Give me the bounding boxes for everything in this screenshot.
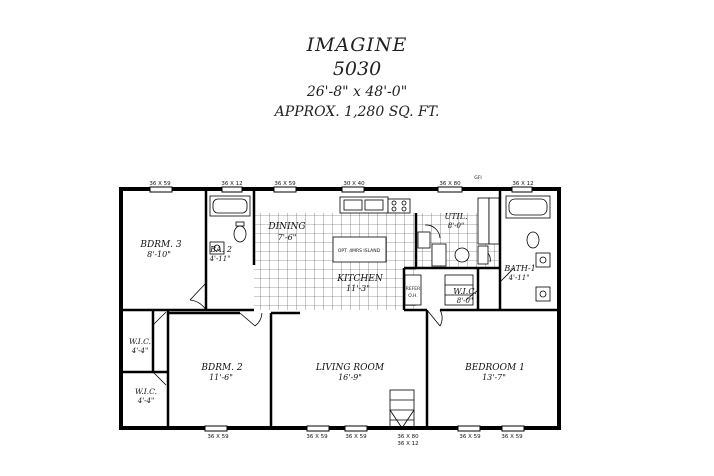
window-label-top1: 36 X 59: [149, 181, 171, 187]
refer-label: REFER: [406, 286, 421, 292]
bedroom3-size: 8'-10": [147, 250, 171, 259]
bath2-label: BA. 2: [209, 245, 232, 254]
island-label: OPT. 4MRS ISLAND: [338, 248, 381, 254]
window-label-top6: 36 X 12: [512, 181, 533, 187]
bath2-size: 4'-11": [209, 255, 231, 263]
dining-size: 7'-6": [278, 233, 297, 242]
bedroom3-label: BDRM. 3: [139, 240, 182, 250]
window-label-bot4: 36 X 80: [397, 434, 419, 440]
kitchen-label: KITCHEN: [336, 274, 384, 284]
oh-label: O.H.: [408, 293, 418, 299]
window-label-top5: 36 X 80: [439, 181, 461, 187]
window-label-top2: 36 X 12: [221, 181, 242, 187]
wic-a-size: 4'-4": [131, 347, 148, 355]
util-size: 8'-0": [448, 222, 464, 230]
rear-stairs: [444, 274, 474, 306]
model-number: 5030: [332, 58, 382, 80]
wic-a-label: W.I.C.: [129, 337, 151, 346]
window-label-top3: 36 X 59: [274, 181, 296, 187]
window-label-bot5: 36 X 59: [459, 434, 481, 440]
bath1-size: 4'-11": [508, 274, 530, 282]
exterior-walls: [119, 187, 561, 430]
window-label-bot3: 36 X 59: [345, 434, 367, 440]
bedroom1-size: 13'-7": [482, 373, 506, 382]
bedroom2-label: BDRM. 2: [200, 363, 243, 373]
bath1-fixtures: [505, 195, 551, 302]
bath1-label: BATH-1: [503, 264, 535, 273]
living-room-label: LIVING ROOM: [315, 363, 385, 373]
window-label-bot4b: 36 X 12: [397, 441, 418, 447]
model-name: IMAGINE: [306, 34, 408, 56]
window-label-bot6: 36 X 59: [501, 434, 523, 440]
interior-walls: [123, 190, 557, 428]
dining-label: DINING: [267, 222, 305, 232]
home-dimensions: 26'-8" x 48'-0": [306, 84, 408, 100]
wic-b-label: W.I.C.: [135, 387, 157, 396]
wic-main-size: 8'-0": [457, 297, 473, 305]
wic-b-size: 4'-4": [137, 397, 154, 405]
gfi-label: GFI: [474, 175, 481, 181]
windows-top: [149, 186, 533, 193]
bedroom2-size: 11'-6": [209, 373, 233, 382]
util-label: UTIL.: [444, 212, 467, 221]
bedroom1-label: BEDROOM 1: [464, 363, 525, 373]
kitchen-size: 11'-3": [346, 284, 370, 293]
bath2-fixtures: [209, 195, 251, 255]
window-label-bot1: 36 X 59: [207, 434, 229, 440]
window-label-bot2: 36 X 59: [306, 434, 328, 440]
windows-bottom: [204, 425, 525, 432]
square-footage: APPROX. 1,280 SQ. FT.: [274, 104, 440, 120]
kitchen-fixtures: [332, 196, 422, 306]
util-fixtures: [417, 197, 500, 267]
wic-main-label: W.I.C.: [453, 287, 476, 296]
entry-stairs: [389, 389, 415, 429]
window-label-top4: 30 X 40: [343, 181, 365, 187]
living-room-size: 16'-9": [338, 373, 362, 382]
